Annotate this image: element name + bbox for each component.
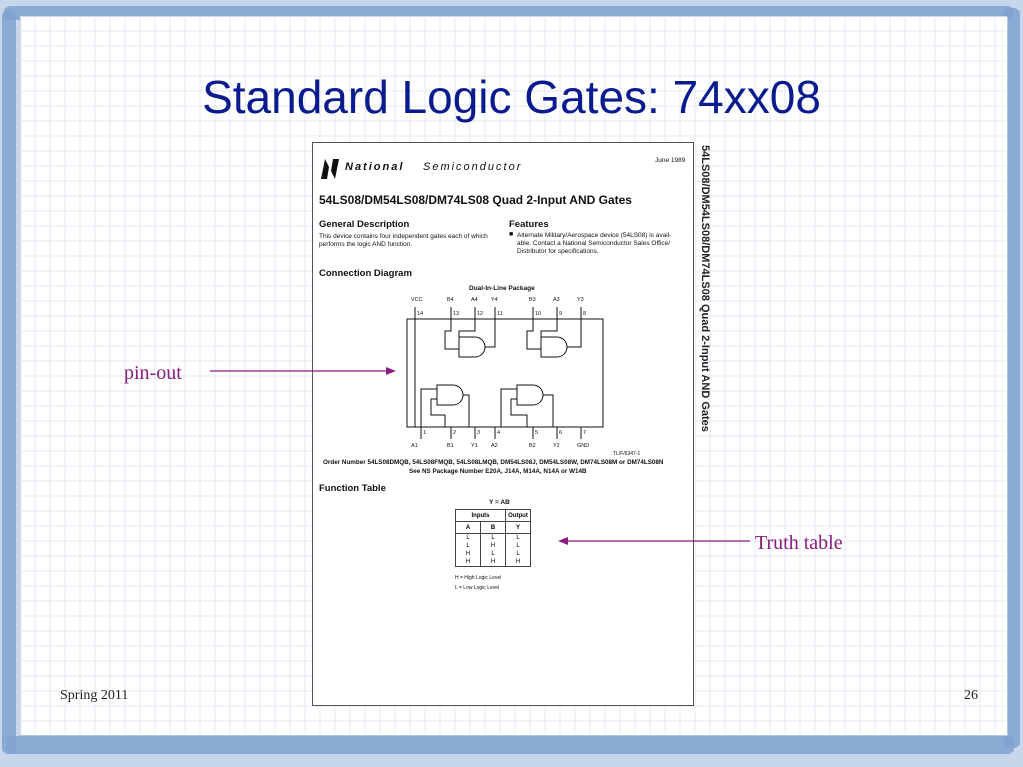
top-pin-label: A3	[553, 297, 560, 303]
brand-light: Semiconductor	[423, 161, 523, 173]
top-pin-label: B3	[529, 297, 536, 303]
frame-brush-bottom	[6, 736, 1014, 754]
bottom-pin-number: 6	[559, 430, 563, 436]
top-pin-label: B4	[447, 297, 454, 303]
inputs-header: Inputs	[455, 509, 506, 522]
top-pin-label: Y3	[577, 297, 584, 303]
bottom-pin-label: Y1	[471, 443, 478, 449]
bullet-icon: ■	[509, 231, 514, 238]
output-header: Output	[505, 509, 531, 522]
frame-brush-right	[1004, 8, 1020, 748]
datasheet-page: National Semiconductor June 1989 54LS08/…	[312, 142, 694, 706]
table-cell: H	[490, 543, 496, 549]
legend-low: L = Low Logic Level	[455, 585, 500, 591]
datasheet-heading: 54LS08/DM54LS08/DM74LS08 Quad 2-Input AN…	[319, 193, 632, 207]
features-line-3: Distributor for specifications.	[517, 248, 599, 255]
top-pin-number: 11	[497, 311, 503, 317]
bottom-pin-label: B2	[529, 443, 536, 449]
legend-high: H = High Logic Level	[455, 575, 502, 581]
bottom-pin-number: 7	[583, 430, 587, 436]
order-line-1: Order Number 54LS08DMQB, 54LS08FMQB, 54L…	[323, 459, 664, 466]
pinout-arrow-icon	[210, 367, 396, 375]
connection-diagram-title: Connection Diagram	[319, 268, 412, 279]
table-cell: L	[466, 543, 470, 549]
general-description-title: General Description	[319, 219, 410, 230]
date-label: June 1989	[655, 157, 686, 164]
table-cell: L	[491, 551, 495, 557]
figure-code: TL/F/6347-1	[613, 451, 641, 457]
col-b: B	[480, 521, 506, 534]
pinout-label: pin-out	[124, 362, 182, 384]
bottom-pin-number: 1	[423, 430, 427, 436]
table-cell: L	[466, 535, 470, 541]
top-pin-number: 12	[477, 311, 484, 317]
table-cell: H	[490, 559, 496, 565]
connection-diagram	[406, 307, 604, 439]
side-title-text: 54LS08/DM54LS08/DM74LS08 Quad 2-Input AN…	[699, 145, 711, 432]
national-logo-icon	[321, 159, 339, 179]
features-line-1: Alternate Military/Aerospace device (54L…	[517, 232, 672, 239]
table-cell: H	[465, 551, 471, 557]
truth-table-label: Truth table	[755, 532, 843, 554]
top-pin-number: 13	[453, 311, 460, 317]
col-y: Y	[505, 521, 531, 534]
top-pin-number: 14	[417, 311, 424, 317]
table-cell: L	[491, 535, 495, 541]
col-a: A	[455, 521, 481, 534]
footer-course: Spring 2011	[60, 688, 129, 703]
bottom-pin-number: 5	[535, 430, 539, 436]
table-cell: L	[516, 551, 520, 557]
order-line-2: See NS Package Number E20A, J14A, M14A, …	[409, 468, 587, 475]
general-description-line-2: performs the logic AND function.	[319, 241, 413, 248]
bottom-pin-number: 3	[477, 430, 481, 436]
package-label: Dual-In-Line Package	[469, 285, 535, 292]
bottom-pin-number: 4	[497, 430, 501, 436]
bottom-pin-label: A2	[491, 443, 498, 449]
top-pin-label: Y4	[491, 297, 498, 303]
bottom-pin-label: B1	[447, 443, 454, 449]
truth-table-arrow-icon	[558, 537, 750, 545]
features-title: Features	[509, 219, 549, 230]
general-description-line-1: This device contains four independent ga…	[319, 233, 488, 240]
features-line-2: able. Contact a National Semiconductor S…	[517, 240, 671, 247]
top-pin-number: 10	[535, 311, 542, 317]
slide-title: Standard Logic Gates: 74xx08	[202, 71, 821, 123]
function-table-title: Function Table	[319, 483, 386, 494]
frame-brush-left	[2, 10, 16, 754]
top-pin-label: VCC	[411, 297, 423, 303]
bottom-pin-number: 2	[453, 430, 457, 436]
equation: Y = AB	[489, 499, 510, 506]
top-pin-label: A4	[471, 297, 478, 303]
bottom-pin-label: A1	[411, 443, 418, 449]
table-cell: H	[465, 559, 471, 565]
page-number: 26	[964, 688, 978, 703]
bottom-pin-label: GND	[577, 443, 590, 449]
table-cell: H	[515, 559, 521, 565]
top-pin-number: 9	[559, 311, 563, 317]
table-cell: L	[516, 543, 520, 549]
table-cell: L	[516, 535, 520, 541]
brand-bold: National	[345, 161, 405, 173]
top-pin-number: 8	[583, 311, 587, 317]
side-title: 54LS08/DM54LS08/DM74LS08 Quad 2-Input AN…	[697, 145, 713, 475]
bottom-pin-label: Y2	[553, 443, 560, 449]
